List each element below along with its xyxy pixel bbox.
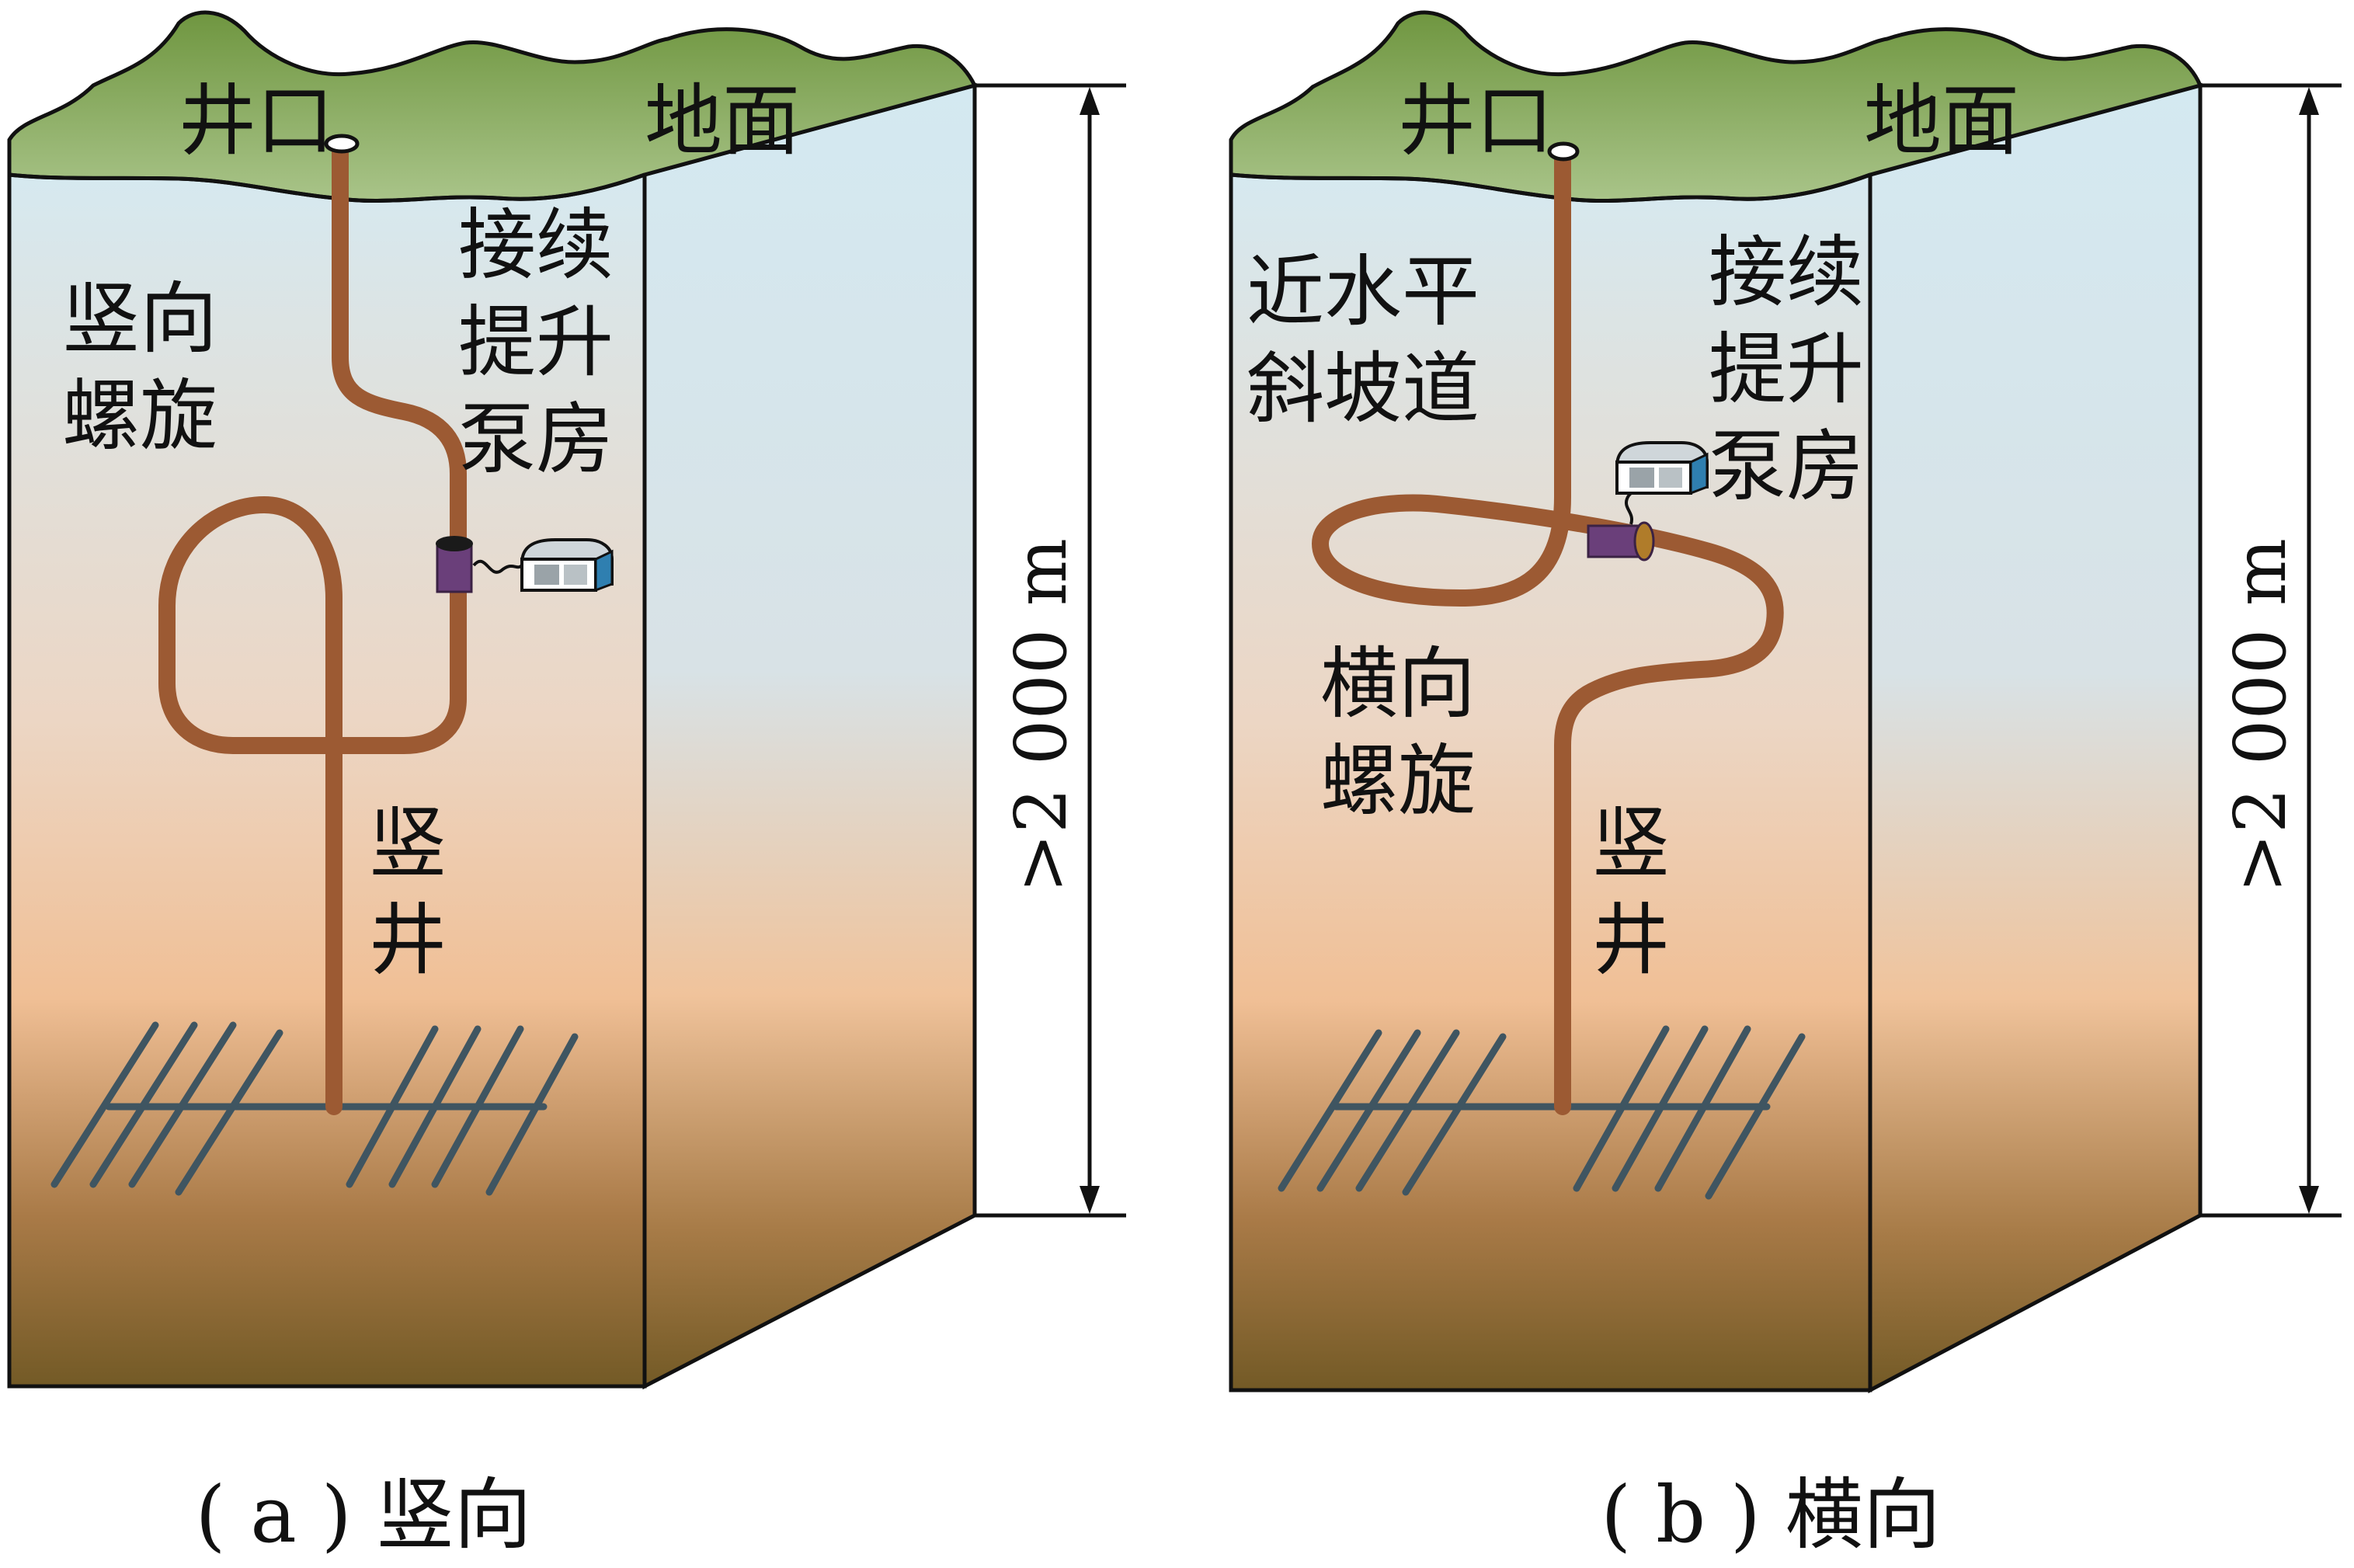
pump-cable (472, 559, 523, 574)
wellhead-label: 井口 (179, 75, 334, 166)
mine-roadways (50, 1021, 579, 1196)
shaft-pipe (158, 135, 467, 1115)
wellhead-label: 井口 (1398, 75, 1553, 166)
shaft-label-line2: 井 (1592, 895, 1670, 986)
block-side-face (1868, 82, 2203, 1394)
spiral-label-line1: 竖向 (62, 273, 217, 364)
caption-b: ( b ) 横向 (1601, 1469, 1940, 1560)
pump-house-icon (1615, 441, 1709, 495)
spiral-label-line2: 螺旋 (62, 370, 217, 461)
pump-room-label-line3: 泵房 (1709, 421, 1864, 512)
block-front-face (1229, 172, 1872, 1392)
pump-room-label-line3: 泵房 (458, 394, 614, 485)
depth-label: >2 000 m (2219, 538, 2302, 893)
wellhead-icon (1547, 141, 1580, 162)
pump-icon (436, 536, 473, 593)
mine-roadways (1278, 1025, 1806, 1200)
depth-label: >2 000 m (1000, 538, 1083, 893)
wellhead-icon (324, 134, 360, 154)
pump-room-label-line1: 接续 (458, 200, 614, 290)
pump-room-label-line2: 提升 (458, 297, 614, 388)
ramp-label-line1: 近水平 (1247, 246, 1480, 337)
ground-label: 地面 (1864, 75, 2019, 166)
shaft-label-line2: 井 (369, 895, 447, 986)
caption-a: ( a ) 竖向 (195, 1469, 531, 1560)
block-side-face (642, 82, 977, 1390)
shaft-label-line1: 竖 (369, 798, 447, 888)
pump-room-label-line2: 提升 (1709, 324, 1864, 415)
panel-vertical-spiral (7, 10, 1126, 1390)
depth-dimension (975, 83, 1126, 1218)
shaft-label-line1: 竖 (1592, 798, 1670, 888)
depth-dimension (2200, 83, 2342, 1218)
panel-horizontal-spiral (1229, 10, 2342, 1394)
spiral-label-line2: 螺旋 (1320, 735, 1476, 826)
spiral-label-line1: 横向 (1320, 638, 1476, 729)
pump-house-icon (520, 538, 614, 593)
ground-label: 地面 (645, 75, 800, 166)
pump-icon (1587, 521, 1655, 561)
ramp-label-line2: 斜坡道 (1247, 343, 1480, 434)
pump-room-label-line1: 接续 (1709, 227, 1864, 318)
